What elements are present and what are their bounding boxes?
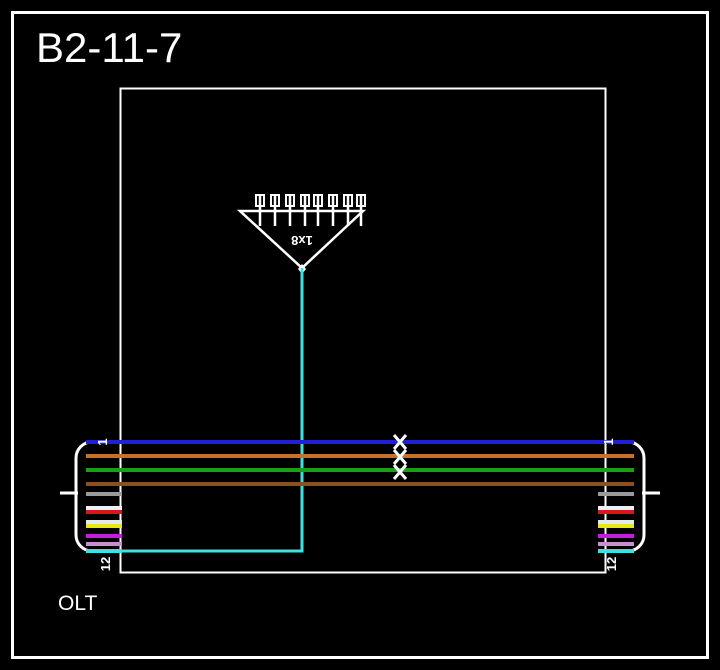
splitter-port-group-a [255,194,310,226]
splitter-port-group-b [313,194,366,226]
splitter-output-ports [255,194,366,226]
splice-marker-1 [392,434,408,450]
splice-markers [392,434,408,480]
splitter-1x8[interactable]: 1x8 [236,194,367,274]
right-tray-fiber-stubs [598,440,634,553]
splice-marker-3 [392,464,408,480]
feeder-fiber-aqua [109,268,304,553]
left-tray-port-12-label: 12 [98,557,113,571]
left-tray-port-1-label: 1 [95,438,110,445]
page-title: B2-11-7 [36,24,182,71]
right-tray-bracket [627,440,646,553]
splitter-body [236,209,367,270]
olt-label: OLT [58,592,97,615]
right-tray-port-12-label: 12 [604,557,619,571]
splice-marker-2 [392,449,408,465]
left-tray[interactable]: 1 12 [60,438,122,571]
right-tray[interactable]: 1 12 [598,438,660,571]
enclosure-rect [119,87,607,574]
left-tray-bracket [74,440,93,553]
splitter-ratio-label: 1x8 [291,233,313,248]
left-tray-fiber-stubs [86,440,122,553]
outer-frame [11,11,709,659]
right-tray-port-1-label: 1 [601,438,616,445]
